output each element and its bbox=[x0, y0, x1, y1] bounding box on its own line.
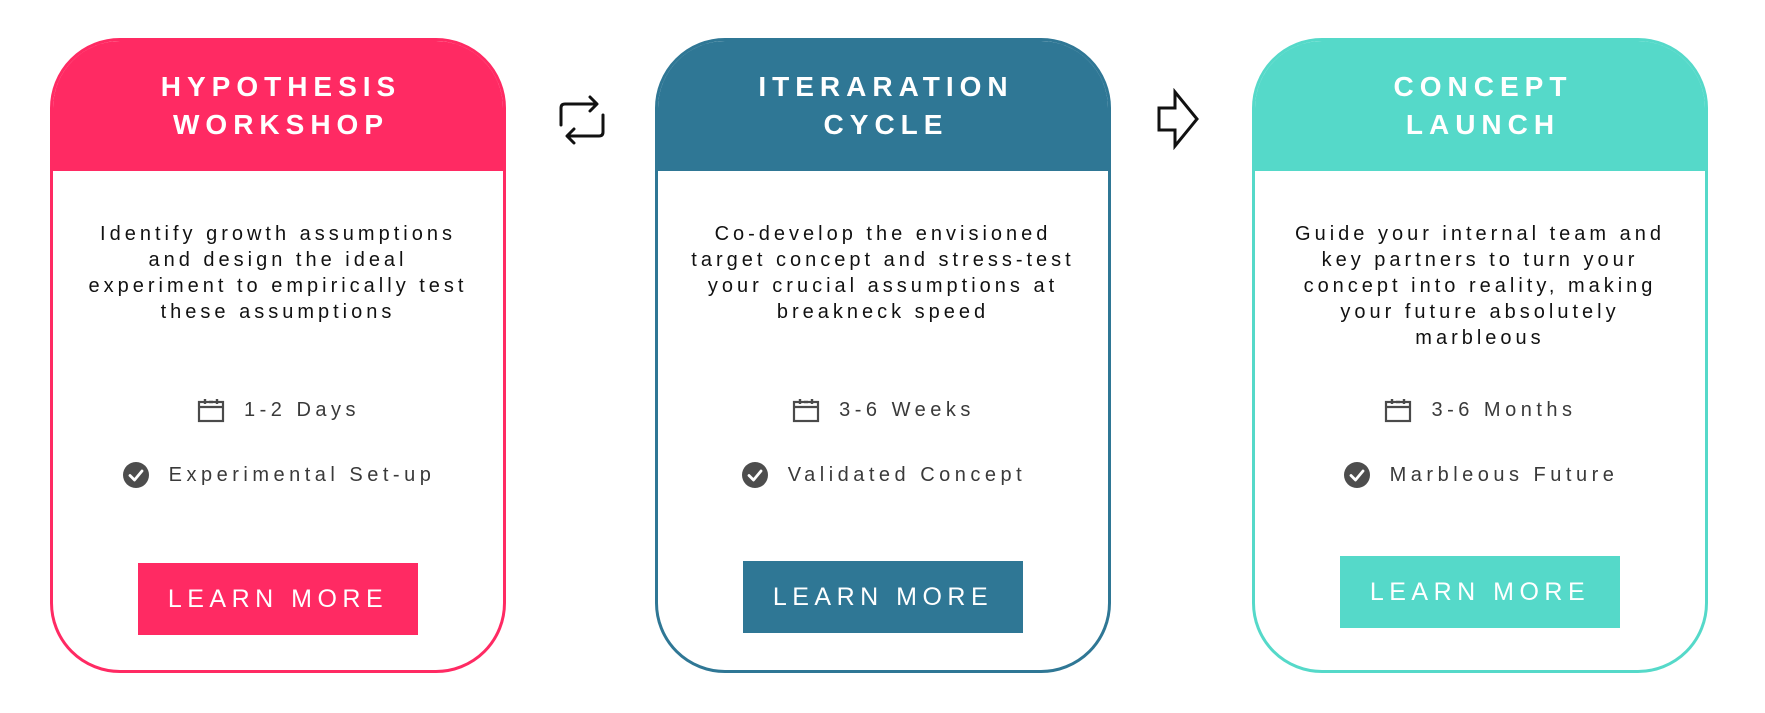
card-description: Identify growth assumptions and design t… bbox=[88, 223, 468, 323]
outcome-text: Experimental Set-up bbox=[168, 463, 436, 486]
learn-more-button[interactable]: LEARN MORE bbox=[1340, 556, 1620, 628]
outcome-row: Experimental Set-up bbox=[53, 460, 503, 490]
duration-text: 3-6 Weeks bbox=[839, 398, 975, 421]
card-description: Co-develop the envisioned target concept… bbox=[691, 223, 1075, 323]
outcome-row: Validated Concept bbox=[658, 460, 1108, 490]
card-iteration-cycle: ITERARATION CYCLE Co-develop the envisio… bbox=[655, 38, 1111, 673]
learn-more-button[interactable]: LEARN MORE bbox=[743, 561, 1023, 633]
right-arrow-icon bbox=[1156, 87, 1200, 155]
card-header: CONCEPT LAUNCH bbox=[1255, 41, 1705, 171]
learn-more-button[interactable]: LEARN MORE bbox=[138, 563, 418, 635]
calendar-icon bbox=[1383, 395, 1413, 425]
check-circle-icon bbox=[1342, 460, 1372, 490]
card-title-line1: CONCEPT bbox=[1393, 71, 1573, 102]
duration-row: 1-2 Days bbox=[53, 395, 503, 425]
card-title-line2: WORKSHOP bbox=[173, 109, 389, 140]
duration-text: 3-6 Months bbox=[1431, 398, 1577, 421]
card-title-line1: HYPOTHESIS bbox=[160, 71, 402, 102]
card-concept-launch: CONCEPT LAUNCH Guide your internal team … bbox=[1252, 38, 1708, 673]
card-description: Guide your internal team and key partner… bbox=[1295, 223, 1665, 349]
card-hypothesis-workshop: HYPOTHESIS WORKSHOP Identify growth assu… bbox=[50, 38, 506, 673]
repeat-icon bbox=[556, 92, 608, 153]
card-title-line1: ITERARATION bbox=[758, 71, 1014, 102]
card-header: HYPOTHESIS WORKSHOP bbox=[53, 41, 503, 171]
duration-text: 1-2 Days bbox=[243, 398, 361, 421]
check-circle-icon bbox=[121, 460, 151, 490]
calendar-icon bbox=[791, 395, 821, 425]
duration-row: 3-6 Weeks bbox=[658, 395, 1108, 425]
card-header: ITERARATION CYCLE bbox=[658, 41, 1108, 171]
duration-row: 3-6 Months bbox=[1255, 395, 1705, 425]
card-title-line2: CYCLE bbox=[823, 109, 949, 140]
card-title-line2: LAUNCH bbox=[1405, 109, 1561, 140]
check-circle-icon bbox=[740, 460, 770, 490]
outcome-row: Marbleous Future bbox=[1255, 460, 1705, 490]
calendar-icon bbox=[196, 395, 226, 425]
outcome-text: Validated Concept bbox=[787, 463, 1027, 486]
outcome-text: Marbleous Future bbox=[1389, 463, 1619, 486]
